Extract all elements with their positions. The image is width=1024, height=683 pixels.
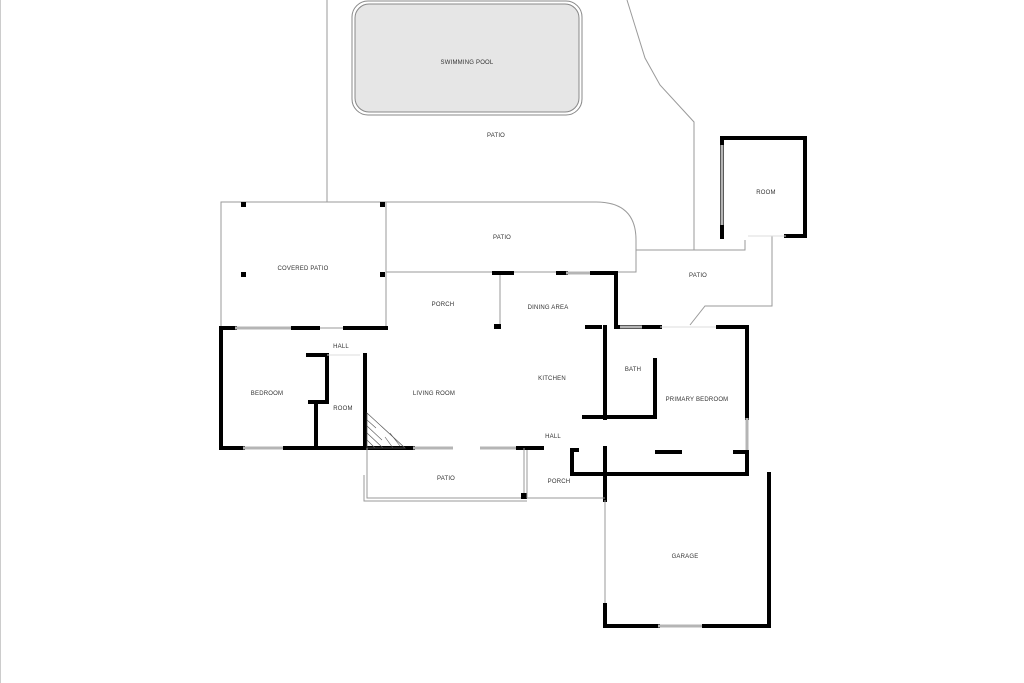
label-room-outbuilding: ROOM — [756, 190, 775, 196]
label-room-west: ROOM — [333, 406, 352, 412]
label-bath: BATH — [625, 367, 641, 373]
label-dining-area: DINING AREA — [528, 305, 569, 311]
label-kitchen: KITCHEN — [538, 376, 566, 382]
patio-south-outline — [363, 448, 605, 502]
stairs-icon — [366, 412, 406, 449]
label-patio-upper: PATIO — [493, 235, 511, 241]
patio-upper-outline — [385, 201, 694, 273]
room-labels: SWIMMING POOL PATIO ROOM PATIO COVERED P… — [251, 60, 776, 560]
label-swimming-pool: SWIMMING POOL — [441, 60, 494, 66]
label-porch-south: PORCH — [548, 479, 571, 485]
garage-outline — [603, 472, 771, 628]
label-hall-west: HALL — [333, 344, 349, 350]
covered-patio-outline — [220, 201, 387, 329]
label-porch-north: PORCH — [432, 302, 455, 308]
label-bedroom: BEDROOM — [251, 391, 283, 397]
label-garage: GARAGE — [672, 554, 699, 560]
outbuilding-room — [720, 136, 807, 239]
site-lines — [0, 0, 695, 683]
label-covered-patio: COVERED PATIO — [277, 266, 328, 272]
label-patio-north: PATIO — [487, 133, 505, 139]
label-living-room: LIVING ROOM — [413, 391, 455, 397]
label-patio-east: PATIO — [689, 273, 707, 279]
porch-north-outline — [385, 272, 501, 329]
label-primary-bedroom: PRIMARY BEDROOM — [666, 397, 729, 403]
label-patio-south: PATIO — [437, 476, 455, 482]
patio-east-outline — [618, 236, 773, 326]
swimming-pool — [351, 0, 583, 116]
main-house-walls — [219, 271, 749, 502]
label-hall-south: HALL — [545, 434, 561, 440]
